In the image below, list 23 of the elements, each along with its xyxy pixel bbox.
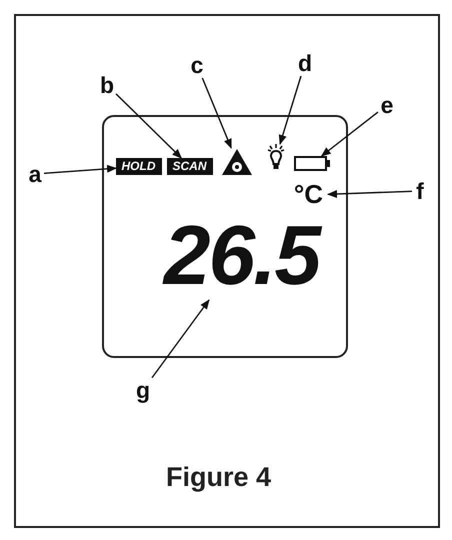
battery-icon — [294, 156, 330, 170]
callout-letter: e — [378, 92, 396, 118]
leader-line — [320, 111, 378, 157]
callout-letter: g — [134, 376, 152, 404]
leader-line — [327, 190, 412, 198]
scan-indicator: SCAN — [166, 158, 212, 174]
callout-letter: f — [412, 178, 428, 204]
callout-letter: d — [296, 50, 314, 76]
callout-letter: c — [188, 52, 206, 78]
light-bulb-icon — [268, 144, 284, 170]
leader-line — [151, 299, 210, 378]
triangle-icon — [220, 148, 252, 176]
leader-line — [278, 76, 302, 145]
callout-letter: b — [98, 72, 116, 98]
callout-letter: a — [26, 161, 44, 187]
leader-line — [44, 164, 117, 174]
hold-indicator: HOLD — [116, 158, 162, 174]
lcd-screen — [102, 115, 348, 358]
leader-line — [116, 93, 182, 159]
figure-caption: Figure 4 — [166, 462, 272, 493]
temperature-reading: 26.5 — [158, 210, 326, 300]
leader-line — [202, 78, 232, 149]
unit-symbol: °C — [290, 180, 328, 210]
